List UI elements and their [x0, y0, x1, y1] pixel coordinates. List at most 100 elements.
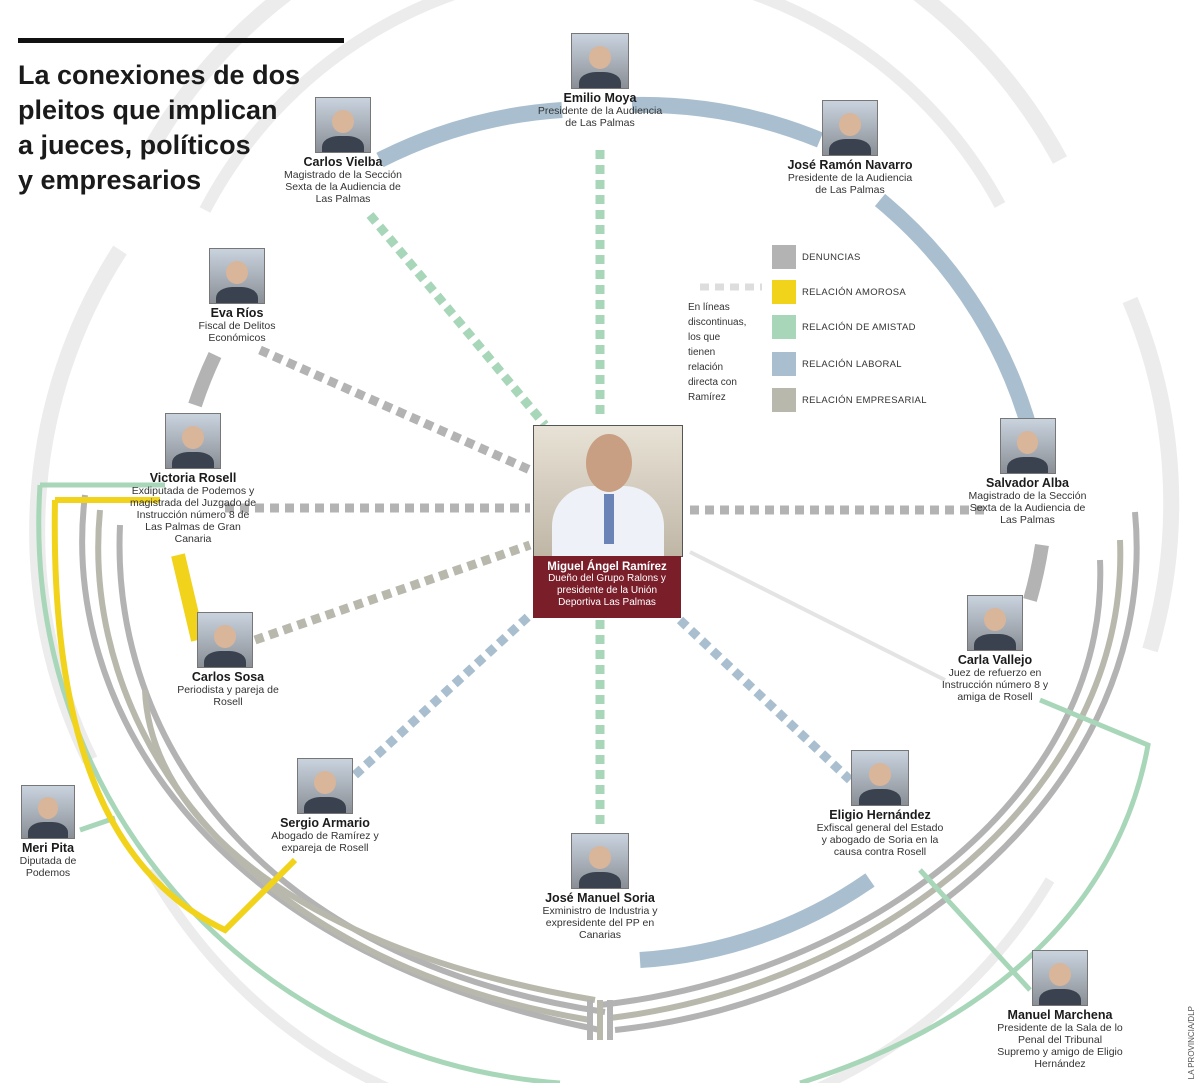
person-role-line: magistrada del Juzgado de	[129, 497, 257, 509]
center-role-line: Deportiva Las Palmas	[558, 597, 656, 608]
person-role-line: Penal del Tribunal	[1017, 1034, 1103, 1046]
node-sosa: Carlos Sosa Periodista y pareja de Rosel…	[163, 612, 293, 708]
title-line: La conexiones de dos	[18, 60, 301, 90]
link-rios	[258, 345, 532, 475]
person-role-line: Fiscal de Delitos	[198, 320, 276, 332]
green-outer-left	[36, 482, 561, 1083]
person-role-line: Las Palmas	[315, 193, 371, 205]
faint-ring-mid	[199, 0, 1006, 213]
person-name: Salvador Alba	[986, 476, 1069, 490]
legend-label: RELACIÓN DE AMISTAD	[802, 322, 916, 333]
arc-bottom-4	[142, 689, 596, 1003]
person-role-line: de Las Palmas	[815, 184, 885, 196]
center-role-line: presidente de la Unión	[556, 585, 658, 596]
photo-tie	[604, 494, 614, 544]
node-moya: Emilio Moya Presidente de la Audiencia d…	[535, 33, 665, 129]
person-photo	[165, 413, 221, 469]
person-role-line: Las Palmas	[1000, 514, 1055, 526]
arc-hernandez-soria	[639, 873, 875, 968]
person-role-line: Rosell	[213, 696, 243, 708]
title-line: a jueces, políticos	[18, 130, 251, 160]
faint-ring-bottom	[145, 867, 1055, 1083]
person-role-line: Sexta de la Audiencia de	[285, 181, 401, 193]
person-role-line: Exfiscal general del Estado	[816, 822, 944, 834]
bottom-multiarcs	[79, 494, 1140, 1040]
legend-note: En líneas discontinuas, los que tienen r…	[688, 300, 766, 405]
node-rios: Eva Ríos Fiscal de Delitos Económicos	[172, 248, 302, 344]
page-title: La conexiones de dos pleitos que implica…	[18, 58, 348, 198]
person-photo	[197, 612, 253, 668]
link-vielba	[366, 212, 549, 428]
person-role-line: amiga de Rosell	[957, 691, 1033, 703]
person-role-line: Periodista y pareja de	[177, 684, 279, 696]
center-name: Miguel Ángel Ramírez	[547, 561, 667, 573]
legend-swatch	[772, 315, 796, 339]
amorosa-lines	[51, 497, 298, 934]
person-photo	[822, 100, 878, 156]
person-role-line: Presidente de la Audiencia	[787, 172, 913, 184]
person-role-line: de Las Palmas	[565, 117, 635, 129]
node-soria: José Manuel Soria Exministro de Industri…	[525, 833, 675, 941]
person-name: Carla Vallejo	[957, 653, 1033, 667]
arc-right-3	[599, 559, 1104, 1008]
person-role-line: Diputada de	[19, 855, 77, 867]
node-vallejo: Carla Vallejo Juez de refuerzo en Instru…	[925, 595, 1065, 703]
person-name: Manuel Marchena	[1007, 1008, 1113, 1022]
person-name: Victoria Rosell	[149, 471, 237, 485]
legend-label: RELACIÓN LABORAL	[802, 359, 902, 370]
person-role-line: Magistrado de la Sección	[968, 490, 1087, 502]
node-armario: Sergio Armario Abogado de Ramírez y expa…	[260, 758, 390, 854]
person-photo	[571, 33, 629, 89]
person-name: Eva Ríos	[210, 306, 264, 320]
legend-label: DENUNCIAS	[802, 252, 861, 263]
person-role-line: Presidente de la Sala de lo	[997, 1022, 1123, 1034]
center-label-box: Miguel Ángel Ramírez Dueño del Grupo Ral…	[533, 556, 681, 618]
person-photo	[1032, 950, 1088, 1006]
title-line: y empresarios	[18, 165, 202, 195]
note-line: Ramírez	[688, 392, 726, 403]
person-role-line: Canarias	[578, 929, 622, 941]
yellow-outer	[51, 497, 298, 934]
person-role-line: Exministro de Industria y	[542, 905, 658, 917]
legend-label: RELACIÓN EMPRESARIAL	[802, 395, 927, 406]
faint-ring-right	[1122, 296, 1180, 653]
person-photo	[851, 750, 909, 806]
person-role-line: Juez de refuerzo en	[948, 667, 1042, 679]
note-line: En líneas	[688, 302, 730, 313]
legend-label: RELACIÓN AMOROSA	[802, 287, 907, 298]
person-photo	[297, 758, 353, 814]
arc-bottom-1	[79, 494, 601, 1033]
person-role-line: Sexta de la Audiencia de	[969, 502, 1086, 514]
title-line: pleitos que implican	[18, 95, 278, 125]
arc-alba-vallejo	[1023, 543, 1049, 602]
person-role-line: Podemos	[25, 867, 71, 879]
person-role-line: Instrucción número 8 de	[136, 509, 250, 521]
legend-swatch	[772, 245, 796, 269]
node-marchena: Manuel Marchena Presidente de la Sala de…	[985, 950, 1135, 1070]
person-photo	[999, 418, 1056, 474]
yellow-rosell-sosa	[171, 553, 205, 642]
photo-face	[586, 434, 632, 492]
link-armario	[351, 611, 534, 779]
node-pita: Meri Pita Diputada de Podemos	[8, 785, 88, 879]
legend-swatch	[772, 352, 796, 376]
node-vielba: Carlos Vielba Magistrado de la Sección S…	[278, 97, 408, 205]
arc-right-1	[614, 511, 1140, 1033]
credit: LA PROVINCIA/DLP	[1187, 1005, 1196, 1079]
note-line: discontinuas,	[688, 317, 747, 328]
note-line: relación	[688, 362, 724, 373]
green-marchena	[918, 868, 1032, 992]
direct-links	[225, 150, 990, 830]
note-line: tienen	[688, 347, 716, 358]
person-role-line: y abogado de Soria en la	[821, 834, 939, 846]
legend-swatch	[772, 280, 796, 304]
arc-navarro-alba	[874, 193, 1043, 452]
arc-right-2	[609, 539, 1124, 1021]
person-photo	[21, 785, 75, 839]
person-photo	[209, 248, 265, 304]
person-name: Eligio Hernández	[829, 808, 931, 822]
person-name: Carlos Vielba	[303, 155, 383, 169]
person-name: Meri Pita	[21, 841, 75, 855]
center-photo	[533, 425, 683, 557]
